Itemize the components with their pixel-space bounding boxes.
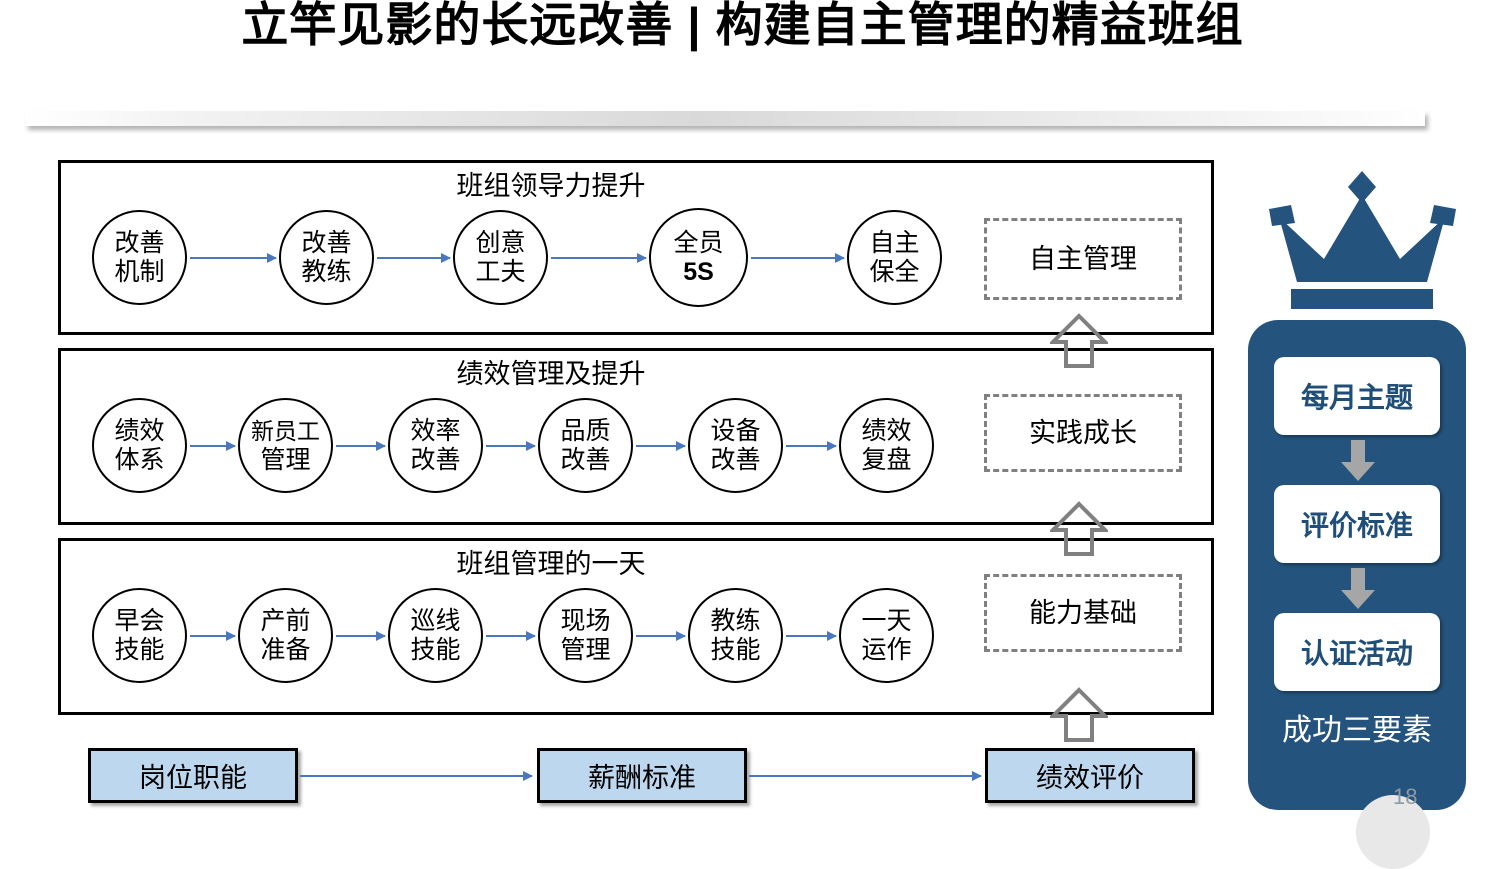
- node-circle[interactable]: 早会 技能: [92, 588, 187, 683]
- flow-arrow-icon: [786, 631, 837, 641]
- panel-card[interactable]: 认证活动: [1274, 613, 1440, 691]
- bottom-flow-box[interactable]: 绩效评价: [985, 748, 1195, 803]
- flow-arrow-icon: [486, 441, 536, 451]
- flow-arrow-icon: [190, 631, 236, 641]
- node-circle[interactable]: 改善 教练: [279, 210, 374, 305]
- panel-card[interactable]: 评价标准: [1274, 485, 1440, 563]
- crown-icon: [1255, 155, 1470, 310]
- flow-arrow-icon: [336, 441, 386, 451]
- flow-arrow-icon: [190, 441, 236, 451]
- node-circle[interactable]: 绩效 体系: [92, 398, 187, 493]
- node-circle[interactable]: 改善 机制: [92, 210, 187, 305]
- node-circle[interactable]: 效率 改善: [388, 398, 483, 493]
- up-arrow-icon: [1048, 500, 1110, 558]
- row-title: 班组管理的一天: [456, 549, 646, 579]
- node-circle[interactable]: 绩效 复盘: [839, 398, 934, 493]
- flow-arrow-icon: [636, 441, 686, 451]
- node-circle[interactable]: 一天 运作: [839, 588, 934, 683]
- bottom-flow-box[interactable]: 岗位职能: [88, 748, 298, 803]
- bottom-flow-box[interactable]: 薪酬标准: [537, 748, 747, 803]
- result-box: 实践成长: [984, 394, 1182, 472]
- flow-arrow-icon: [190, 253, 277, 263]
- node-circle[interactable]: 巡线 技能: [388, 588, 483, 683]
- node-circle[interactable]: 品质 改善: [538, 398, 633, 493]
- node-circle[interactable]: 设备 改善: [688, 398, 783, 493]
- row-frame-daily-management: 班组管理的一天 早会 技能 产前 准备 巡线 技能 现场 管理 教练 技能 一天…: [58, 538, 1214, 715]
- page-number: 18: [1393, 784, 1418, 809]
- node-circle[interactable]: 新员工 管理: [238, 398, 333, 493]
- node-circle[interactable]: 现场 管理: [538, 588, 633, 683]
- row-title: 绩效管理及提升: [456, 359, 646, 389]
- up-arrow-icon: [1048, 686, 1110, 744]
- success-factors-panel: 每月主题 评价标准 认证活动 成功三要素: [1248, 320, 1466, 810]
- result-box: 自主管理: [984, 218, 1182, 300]
- flow-arrow-icon: [636, 631, 686, 641]
- up-arrow-icon: [1048, 312, 1110, 370]
- flow-arrow-icon: [486, 631, 536, 641]
- row-title: 班组领导力提升: [456, 171, 646, 201]
- row-frame-performance: 绩效管理及提升 绩效 体系 新员工 管理 效率 改善 品质 改善 设备 改善 绩…: [58, 348, 1214, 525]
- flow-arrow-icon: [300, 771, 533, 781]
- flow-arrow-icon: [751, 253, 845, 263]
- down-arrow-icon: [1340, 568, 1376, 610]
- row-frame-leadership: 班组领导力提升 改善 机制 改善 教练 创意 工夫 全员 5S 自主 保全 自主…: [58, 160, 1214, 335]
- down-arrow-icon: [1340, 440, 1376, 482]
- page-title: 立竿见影的长远改善 | 构建自主管理的精益班组: [241, 0, 1244, 51]
- node-circle[interactable]: 教练 技能: [688, 588, 783, 683]
- node-circle[interactable]: 全员 5S: [649, 208, 748, 307]
- flow-arrow-icon: [551, 253, 647, 263]
- panel-footer-label: 成功三要素: [1282, 714, 1432, 747]
- flow-arrow-icon: [336, 631, 386, 641]
- flow-arrow-icon: [786, 441, 837, 451]
- flow-arrow-icon: [749, 771, 982, 781]
- flow-arrow-icon: [377, 253, 451, 263]
- result-box: 能力基础: [984, 574, 1182, 652]
- title-divider-bar: [25, 111, 1425, 126]
- node-circle[interactable]: 产前 准备: [238, 588, 333, 683]
- panel-card[interactable]: 每月主题: [1274, 357, 1440, 435]
- node-circle[interactable]: 自主 保全: [847, 210, 942, 305]
- node-circle[interactable]: 创意 工夫: [453, 210, 548, 305]
